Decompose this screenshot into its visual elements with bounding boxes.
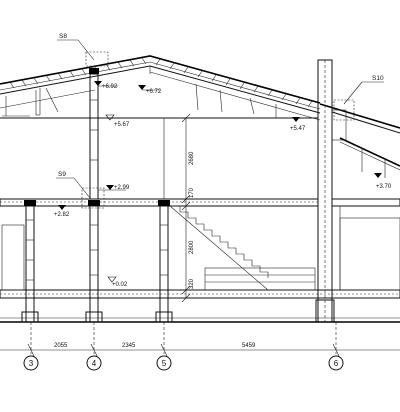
column-axis-3 (24, 200, 36, 323)
level-ridge-left: +6.92 (102, 84, 118, 90)
dim-slab: 170 (189, 187, 195, 198)
roof-tile-hatch (9, 57, 313, 108)
dim-upper: 2680 (189, 151, 195, 165)
vertical-dimension-chain: 2680 170 2800 320 (181, 113, 195, 303)
annex-roof (319, 103, 400, 178)
staircase (169, 205, 316, 291)
brick-columns (24, 68, 170, 323)
axis-bubble-4: 4 (86, 355, 102, 371)
column-axis-5 (158, 200, 170, 323)
dim-base: 320 (189, 278, 195, 289)
level-markers: +6.92 +6.72 +5.67 +5.47 +2.99 +2.82 +3.7… (54, 81, 392, 288)
second-floor-slab (0, 198, 400, 207)
footings (21, 311, 173, 323)
ground-floor-slab (0, 289, 400, 323)
grid-axes: 2055 2345 5459 3 4 5 6 (0, 322, 400, 371)
grid-dim-2: 2345 (122, 343, 136, 349)
svg-text:4: 4 (92, 359, 97, 368)
level-floor2-bottom: +2.82 (54, 212, 70, 218)
column-axis-4 (88, 68, 100, 323)
level-ceiling: +5.67 (114, 122, 130, 128)
svg-text:5: 5 (162, 359, 167, 368)
level-floor2-top: +2.99 (114, 185, 130, 191)
main-roof (0, 55, 321, 121)
chimney (315, 59, 335, 323)
axis-bubble-6: 6 (328, 355, 344, 371)
tag-s9: S9 (58, 171, 66, 178)
tag-s10: S10 (372, 75, 384, 82)
axis-bubble-3: 3 (23, 355, 39, 371)
level-annex: +3.70 (376, 184, 392, 190)
grid-dim-3: 5459 (242, 343, 256, 349)
tag-s8: S8 (59, 33, 67, 40)
section-tags: S8 S9 S10 (56, 33, 384, 209)
axis-bubble-5: 5 (156, 355, 172, 371)
level-eave-right: +5.47 (290, 126, 306, 132)
svg-text:3: 3 (29, 359, 34, 368)
grid-dim-1: 2055 (54, 343, 68, 349)
level-ridge-right: +6.72 (146, 89, 162, 95)
level-ground: +0.02 (112, 282, 128, 288)
svg-text:6: 6 (334, 359, 339, 368)
dim-lower: 2800 (189, 240, 195, 254)
interior-walls (1, 118, 400, 291)
